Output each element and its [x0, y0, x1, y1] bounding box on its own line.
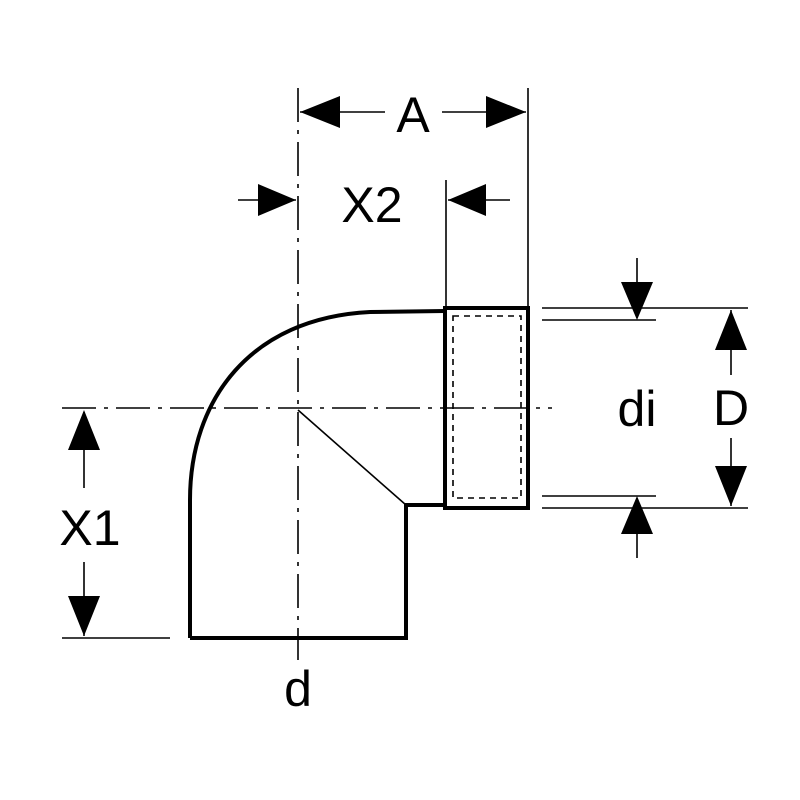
- x2-arrow-right: [448, 184, 486, 216]
- label-a: A: [396, 87, 430, 143]
- label-d-outer: D: [713, 380, 749, 436]
- elbow-outline: [188, 309, 446, 640]
- x1-arrow-top: [68, 410, 100, 450]
- a-arrow-left: [300, 96, 340, 128]
- inner-diagonal: [297, 409, 407, 506]
- label-x1: X1: [59, 500, 120, 556]
- socket-inner-edge: [452, 315, 522, 499]
- label-d-pipe: d: [284, 661, 312, 717]
- x2-arrow-left: [258, 184, 296, 216]
- di-arrow-top: [621, 282, 653, 320]
- label-x2: X2: [341, 177, 402, 233]
- x1-arrow-bottom: [68, 596, 100, 636]
- label-di: di: [618, 381, 657, 437]
- d-arrow-bottom: [715, 466, 747, 506]
- d-arrow-top: [715, 310, 747, 350]
- di-arrow-bottom: [621, 496, 653, 534]
- a-arrow-right: [486, 96, 526, 128]
